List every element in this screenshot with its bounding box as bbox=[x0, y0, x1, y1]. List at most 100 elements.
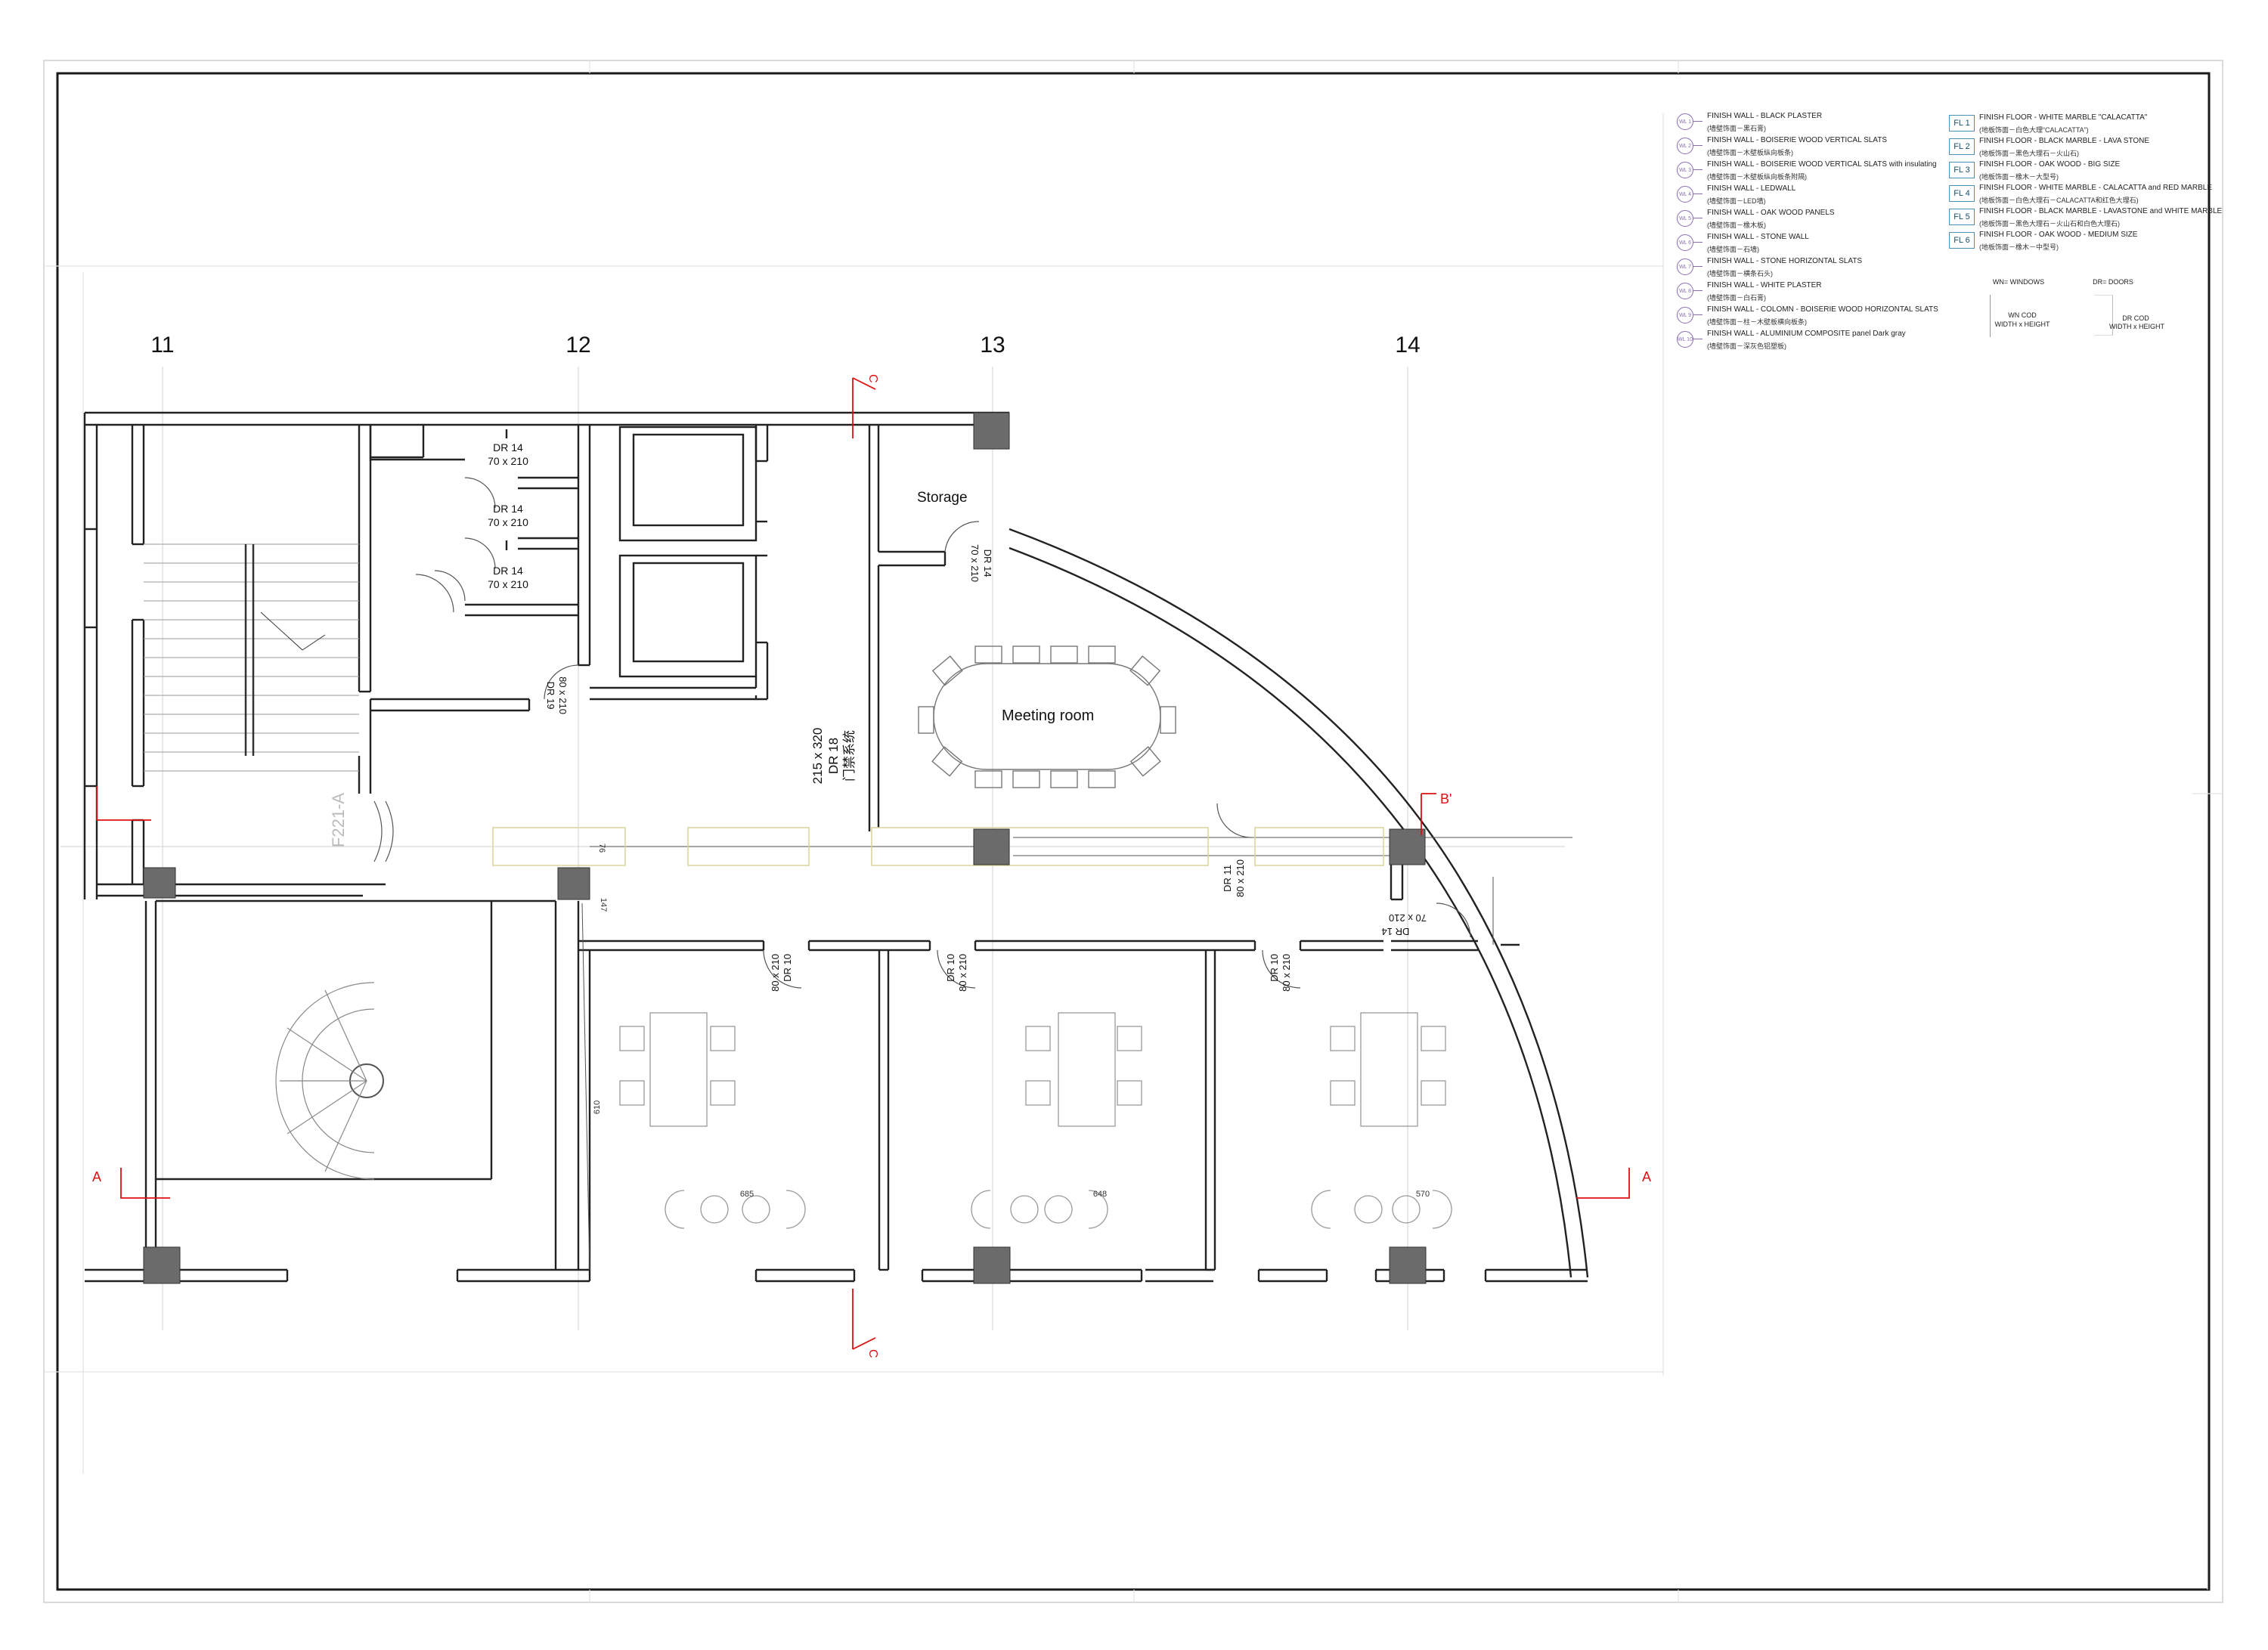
door-swings bbox=[373, 477, 1471, 989]
door-symbol-icon bbox=[2094, 295, 2113, 336]
door-tag-dr10-b-size: 80 x 210 bbox=[957, 954, 968, 992]
outer-sheet-frame bbox=[43, 60, 2223, 1603]
walls bbox=[83, 411, 1589, 1283]
section-markers bbox=[96, 377, 1630, 1350]
wall-tag-icon: WL 9 bbox=[1677, 307, 1693, 323]
office-furniture bbox=[619, 1012, 1452, 1229]
door-tag-dr11-size: 80 x 210 bbox=[1235, 859, 1246, 897]
door-tag-dr18-code: DR 18 bbox=[826, 738, 841, 774]
wall-tag-icon: WL 1 bbox=[1677, 113, 1693, 130]
stair-ref-label: F221-A bbox=[329, 793, 348, 847]
dimension-labels: 76 147 610 685 648 570 F221-A bbox=[329, 793, 1430, 1199]
wall-tag-icon: WL 6 bbox=[1677, 234, 1693, 251]
door-tag-dr10-c-size: 80 x 210 bbox=[1281, 954, 1292, 992]
windows-key-title: WN= WINDOWS bbox=[1992, 278, 2045, 286]
door-tag-dr14-a-code: DR 14 bbox=[493, 441, 523, 454]
room-label-storage: Storage bbox=[917, 490, 968, 506]
door-tag-dr19-code: DR 19 bbox=[545, 682, 556, 710]
inner-sheet-frame bbox=[56, 72, 2211, 1591]
door-tag-dr14-d-size: 70 x 210 bbox=[1389, 912, 1427, 924]
door-tag-dr19-size: 80 x 210 bbox=[557, 676, 569, 714]
floor-tag-icon: FL 2 bbox=[1949, 138, 1975, 155]
dim-685: 685 bbox=[740, 1190, 754, 1199]
door-tag-dr14-storage-size: 70 x 210 bbox=[969, 544, 981, 582]
door-tag-dr14-b-code: DR 14 bbox=[493, 503, 523, 515]
section-mark-b-prime: B' bbox=[1440, 791, 1452, 806]
wall-tag-icon: WL 2 bbox=[1677, 138, 1693, 154]
dim-147: 147 bbox=[599, 898, 608, 912]
construction-lines bbox=[44, 60, 2223, 1602]
section-mark-c-bottom: C bbox=[866, 1349, 879, 1358]
door-tags-rotated: DR 14 70 x 210 80 x 210 DR 19 215 x 320 … bbox=[545, 544, 1427, 992]
wall-tag-icon: WL 4 bbox=[1677, 186, 1693, 203]
door-tag-dr14-b-size: 70 x 210 bbox=[488, 516, 528, 528]
door-tag-dr11-code: DR 11 bbox=[1222, 865, 1233, 892]
section-mark-a-left: A bbox=[92, 1169, 101, 1184]
door-tag-dr14-d-code: DR 14 bbox=[1382, 926, 1410, 937]
floor-tag-icon: FL 1 bbox=[1949, 115, 1975, 132]
doors-key-line1: DR COD bbox=[2122, 314, 2149, 322]
windows-key-line1: WN COD bbox=[2008, 311, 2037, 319]
wall-tag-icon: WL 8 bbox=[1677, 283, 1693, 299]
door-tag-dr14-a-size: 70 x 210 bbox=[488, 455, 528, 467]
stair bbox=[144, 543, 359, 772]
dim-570: 570 bbox=[1416, 1190, 1430, 1199]
door-tag-dr10-a-code: DR 10 bbox=[782, 954, 793, 982]
wall-tag-icon: WL 10 bbox=[1677, 331, 1693, 348]
door-tags: DR 14 70 x 210 DR 14 70 x 210 DR 14 70 x… bbox=[488, 441, 528, 590]
meeting-table bbox=[918, 645, 1176, 788]
windows-key-line2: WIDTH x HEIGHT bbox=[1994, 320, 2050, 328]
doors-key: DR= DOORS DR COD WIDTH x HEIGHT bbox=[2087, 278, 2164, 339]
windows-key: WN= WINDOWS WN COD WIDTH x HEIGHT bbox=[1984, 278, 2053, 339]
structural-columns bbox=[143, 412, 1427, 1284]
section-mark-a-right: A bbox=[1642, 1169, 1651, 1184]
grid-label-11: 11 bbox=[150, 333, 174, 358]
door-tag-dr14-c-size: 70 x 210 bbox=[488, 578, 528, 590]
section-mark-c-top: C bbox=[866, 374, 879, 383]
door-tag-dr14-c-code: DR 14 bbox=[493, 565, 523, 577]
door-tag-dr10-a-size: 80 x 210 bbox=[770, 954, 781, 992]
door-tag-dr10-c-code: DR 10 bbox=[1269, 954, 1280, 982]
door-tag-dr10-b-code: DR 10 bbox=[945, 954, 956, 982]
door-tag-dr18-note: 门禁系统 bbox=[842, 730, 857, 782]
grid-axes bbox=[60, 367, 1565, 1330]
room-label-meeting-room: Meeting room bbox=[1002, 707, 1094, 724]
spiral-stair bbox=[275, 982, 384, 1180]
wall-tag-icon: WL 7 bbox=[1677, 258, 1693, 275]
dim-648: 648 bbox=[1093, 1190, 1107, 1199]
wall-tag-icon: WL 5 bbox=[1677, 210, 1693, 227]
glazing-lines bbox=[581, 837, 1572, 1271]
doors-key-line2: WIDTH x HEIGHT bbox=[2109, 323, 2164, 330]
floor-tag-icon: FL 4 bbox=[1949, 185, 1975, 202]
door-tag-dr18-size: 215 x 320 bbox=[810, 728, 825, 785]
floor-tag-icon: FL 6 bbox=[1949, 232, 1975, 249]
dim-610: 610 bbox=[593, 1101, 602, 1114]
floor-tag-icon: FL 5 bbox=[1949, 209, 1975, 225]
door-tag-dr14-storage-code: DR 14 bbox=[982, 549, 993, 577]
dim-76: 76 bbox=[597, 844, 606, 853]
grid-label-12: 12 bbox=[565, 333, 590, 358]
grid-label-13: 13 bbox=[980, 333, 1005, 358]
doors-key-title: DR= DOORS bbox=[2093, 278, 2133, 286]
window-symbol-icon bbox=[1990, 295, 1991, 337]
floor-tag-icon: FL 3 bbox=[1949, 162, 1975, 178]
